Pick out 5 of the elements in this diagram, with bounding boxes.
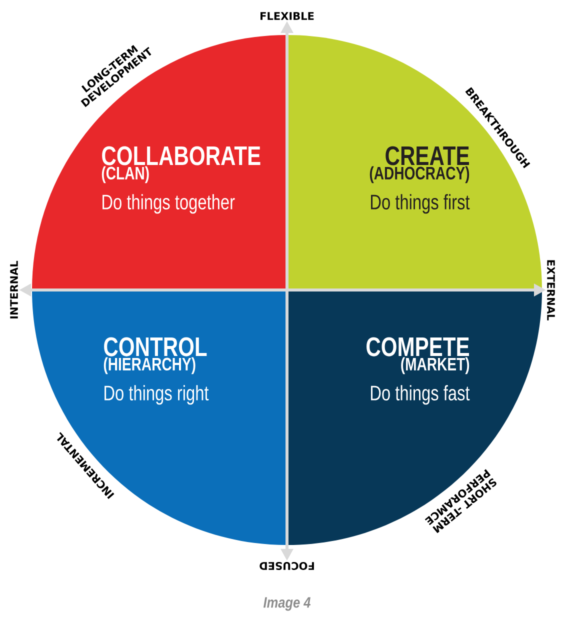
axis-label: EXTERNAL [547, 260, 555, 320]
axis-label: FLEXIBLE [260, 12, 314, 20]
axis-label: INTERNAL [10, 260, 18, 318]
axis-label: FOCUSED [260, 562, 314, 570]
caption: Image 4 [263, 597, 311, 611]
